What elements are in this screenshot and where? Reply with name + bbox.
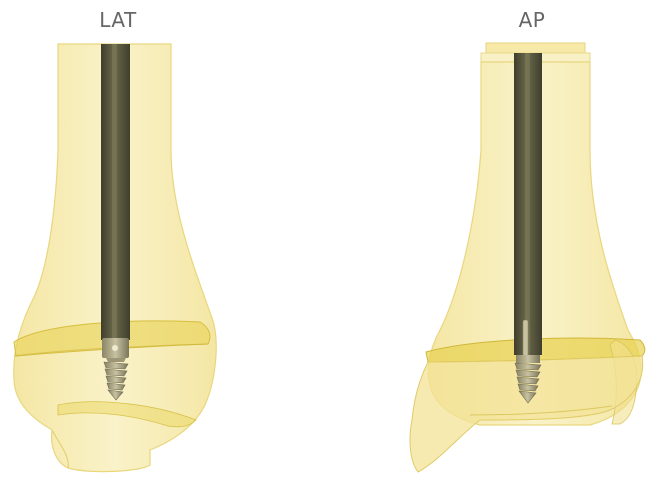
ap-rod	[514, 53, 542, 356]
lat-rod	[101, 44, 130, 340]
